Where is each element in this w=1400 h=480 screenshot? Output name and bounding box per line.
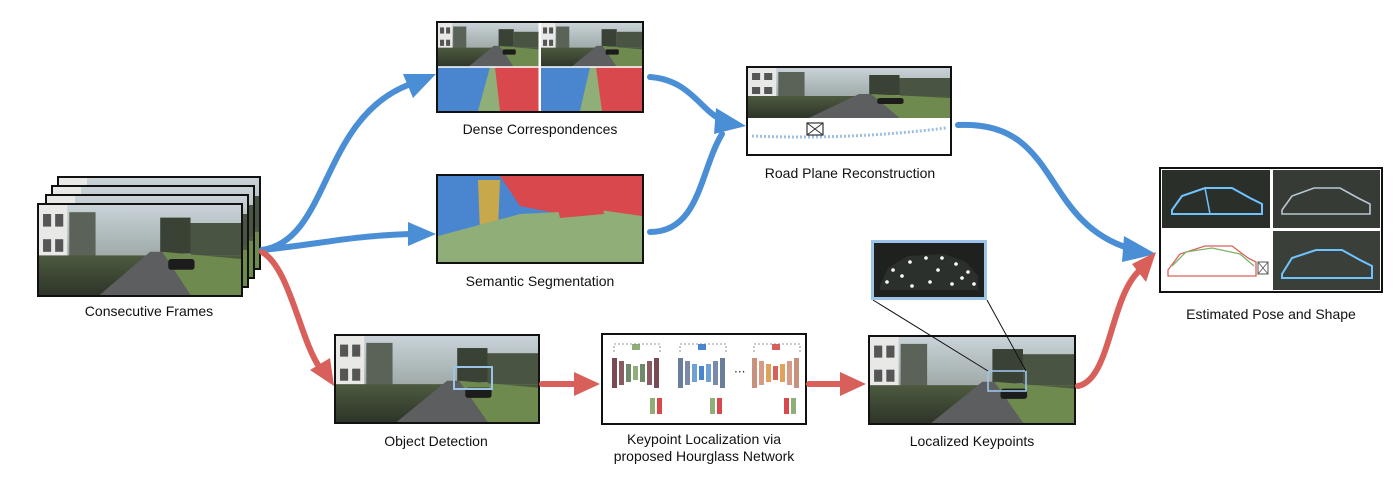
arrowhead-to-hourglass bbox=[574, 372, 600, 396]
caption-object-detection: Object Detection bbox=[384, 433, 488, 449]
hourglass-network-image: ··· bbox=[601, 333, 807, 425]
hourglass-module-2 bbox=[678, 344, 725, 414]
caption-semantic-segmentation: Semantic Segmentation bbox=[466, 273, 615, 289]
arrow-dense-to-road bbox=[647, 74, 725, 123]
arrow-frames-to-segmentation bbox=[259, 231, 413, 253]
arrow-segmentation-to-road bbox=[647, 131, 725, 235]
caption-keypoint-localization-line2: proposed Hourglass Network bbox=[614, 448, 796, 464]
caption-dense-correspondences: Dense Correspondences bbox=[463, 121, 618, 137]
arrow-frames-to-detection bbox=[259, 249, 323, 371]
correspondence-map-left bbox=[438, 67, 539, 111]
arrow-keypoints-to-pose bbox=[1075, 269, 1141, 389]
road-plane-reconstruction-image bbox=[746, 66, 952, 156]
arrowhead-to-detection bbox=[310, 358, 334, 386]
pose-panel-4 bbox=[1273, 231, 1380, 290]
detection-box bbox=[453, 366, 493, 390]
caption-estimated-pose-and-shape: Estimated Pose and Shape bbox=[1186, 306, 1356, 322]
arrowhead-to-pose bbox=[1122, 236, 1156, 262]
svg-text:···: ··· bbox=[734, 365, 745, 379]
caption-keypoint-localization-line1: Keypoint Localization via bbox=[627, 431, 781, 447]
hourglass-module-3 bbox=[752, 344, 799, 414]
arrowhead-to-keypoints bbox=[840, 372, 866, 396]
pose-panel-1 bbox=[1162, 170, 1270, 228]
consecutive-frames-stack bbox=[37, 176, 261, 297]
localized-keypoints-image bbox=[868, 299, 1076, 425]
arrowhead-to-segmentation bbox=[408, 222, 436, 246]
pose-panel-3 bbox=[1162, 231, 1270, 290]
estimated-pose-shape-image bbox=[1159, 167, 1383, 293]
pose-panel-2 bbox=[1273, 170, 1380, 228]
object-detection-image bbox=[334, 334, 540, 424]
dense-correspondences-image bbox=[436, 21, 644, 113]
correspondence-map-right bbox=[541, 67, 642, 111]
arrowhead-into-road-plane bbox=[714, 108, 746, 134]
caption-consecutive-frames: Consecutive Frames bbox=[85, 303, 213, 319]
arrow-road-to-pose bbox=[955, 121, 1131, 251]
caption-localized-keypoints: Localized Keypoints bbox=[910, 433, 1035, 449]
arrowhead-to-dense bbox=[403, 74, 436, 98]
arrow-frames-to-dense bbox=[259, 82, 411, 253]
hourglass-module-1 bbox=[612, 344, 662, 414]
caption-road-plane-reconstruction: Road Plane Reconstruction bbox=[765, 165, 935, 181]
keypoints-zoom-inset bbox=[871, 240, 987, 300]
object-box-icon bbox=[806, 122, 824, 136]
frame-1 bbox=[37, 203, 243, 297]
arrowhead-to-pose-red bbox=[1132, 252, 1156, 282]
semantic-segmentation-image bbox=[436, 174, 644, 264]
